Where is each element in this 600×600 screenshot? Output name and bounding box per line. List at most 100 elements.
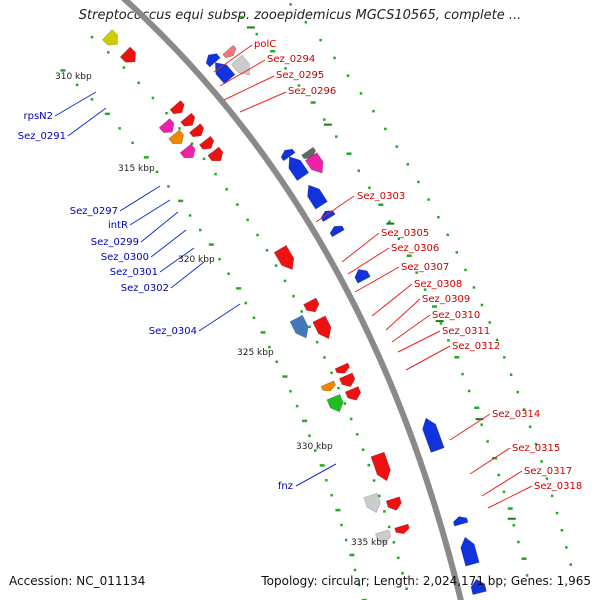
gc-dot [346, 74, 350, 77]
tick-label-325: 325 kbp [237, 348, 274, 358]
label-leader-line [129, 199, 171, 226]
gene-label-fnz[interactable]: fnz [278, 481, 293, 492]
gc-dot [178, 127, 181, 130]
gene-arrow [334, 362, 350, 374]
gene-label-Sez_0307[interactable]: Sez_0307 [401, 262, 449, 273]
gc-dot [397, 237, 401, 241]
label-leader-line [385, 298, 421, 331]
gene-arrow [370, 451, 391, 482]
gc-dot [330, 493, 333, 497]
gc-dot [274, 264, 278, 267]
gene-label-Sez_0297[interactable]: Sez_0297 [70, 206, 118, 217]
label-leader-line [140, 211, 179, 243]
gc-dot [236, 287, 242, 290]
gene-arrow [119, 46, 136, 63]
gc-dot [319, 38, 322, 42]
gene-label-Sez_0314[interactable]: Sez_0314 [492, 409, 540, 420]
tick-label-335: 335 kbp [351, 538, 388, 548]
gene-label-Sez_0305[interactable]: Sez_0305 [381, 228, 429, 239]
gene-label-Sez_0303[interactable]: Sez_0303 [357, 191, 405, 202]
gc-dot [392, 541, 396, 544]
gene-arrow [452, 516, 469, 527]
gene-label-Sez_0310[interactable]: Sez_0310 [432, 310, 480, 321]
label-leader-line [405, 345, 451, 371]
gene-label-Sez_0306[interactable]: Sez_0306 [391, 243, 439, 254]
gc-dot [401, 572, 404, 575]
gene-label-Sez_0318[interactable]: Sez_0318 [534, 481, 582, 492]
gene-label-Sez_0299[interactable]: Sez_0299 [91, 237, 139, 248]
gc-dot [208, 243, 214, 246]
label-leader-line [119, 185, 161, 212]
gc-dot [361, 448, 365, 451]
gc-dot [503, 356, 506, 359]
gc-dot [569, 563, 572, 566]
gene-arrow [222, 44, 237, 59]
gc-dot [368, 186, 371, 190]
gene-label-Sez_0304[interactable]: Sez_0304 [149, 326, 197, 337]
gene-arrow [307, 184, 328, 210]
gc-dot [337, 386, 340, 390]
gc-dot [190, 142, 194, 145]
gc-dot [131, 141, 134, 145]
gene-label-Sez_0295[interactable]: Sez_0295 [276, 70, 324, 81]
gc-dot [244, 301, 248, 305]
gc-dot [361, 598, 367, 600]
label-leader-line [449, 413, 491, 441]
gc-dot [75, 83, 79, 87]
gene-label-Sez_0312[interactable]: Sez_0312 [452, 341, 500, 352]
label-leader-line [159, 247, 195, 273]
gc-dot [423, 288, 427, 291]
gc-dot [454, 356, 460, 359]
gene-arrow [207, 146, 224, 162]
label-leader-line [198, 303, 241, 332]
gc-dot [406, 163, 410, 166]
gene-label-Sez_0308[interactable]: Sez_0308 [414, 279, 462, 290]
label-leader-line [371, 283, 413, 317]
gc-dot [437, 215, 440, 219]
gene-label-Sez_0296[interactable]: Sez_0296 [288, 86, 336, 97]
gc-dot [300, 310, 303, 313]
gene-label-Sez_0302[interactable]: Sez_0302 [121, 283, 169, 294]
gc-dot [560, 529, 564, 532]
gene-arrow [363, 492, 381, 513]
gc-dot [246, 218, 249, 222]
gene-label-Sez_0301[interactable]: Sez_0301 [110, 267, 158, 278]
gene-label-rpsN2[interactable]: rpsN2 [23, 111, 53, 122]
tick-label-315: 315 kbp [118, 164, 155, 174]
gene-label-Sez_0294[interactable]: Sez_0294 [267, 54, 315, 65]
gene-arrow [394, 523, 410, 535]
gc-dot [372, 479, 376, 482]
gene-label-Sez_0311[interactable]: Sez_0311 [442, 326, 490, 337]
gc-dot [214, 172, 217, 176]
gc-dot [395, 145, 399, 148]
label-leader-line [67, 107, 107, 137]
tick-label-330: 330 kbp [296, 442, 333, 452]
gc-dot [495, 338, 499, 342]
gc-dot [384, 127, 387, 131]
accession-text: Accession: NC_011134 [9, 574, 146, 588]
gc-dot [509, 373, 513, 376]
gc-dot [446, 233, 450, 237]
gene-label-Sez_0300[interactable]: Sez_0300 [101, 252, 149, 263]
gene-arrow [101, 29, 118, 46]
gc-dot [455, 251, 459, 254]
gc-dot [528, 425, 532, 429]
gc-dot [270, 49, 276, 53]
gene-label-Sez_0317[interactable]: Sez_0317 [524, 466, 572, 477]
gene-label-intR[interactable]: intR [108, 220, 128, 231]
gene-label-polC[interactable]: polC [254, 39, 276, 50]
gc-dot [474, 406, 480, 410]
gene-label-Sez_0291[interactable]: Sez_0291 [18, 131, 66, 142]
gc-dot [387, 525, 391, 529]
label-leader-line [347, 247, 390, 275]
gc-dot [199, 228, 202, 232]
gc-dot [275, 360, 278, 364]
gene-label-Sez_0315[interactable]: Sez_0315 [512, 443, 560, 454]
label-leader-line [397, 330, 441, 353]
gene-arrow [470, 578, 487, 596]
gene-label-Sez_0309[interactable]: Sez_0309 [422, 294, 470, 305]
gc-dot [335, 508, 341, 512]
gc-dot [268, 345, 271, 349]
gene-arrow [385, 496, 402, 511]
